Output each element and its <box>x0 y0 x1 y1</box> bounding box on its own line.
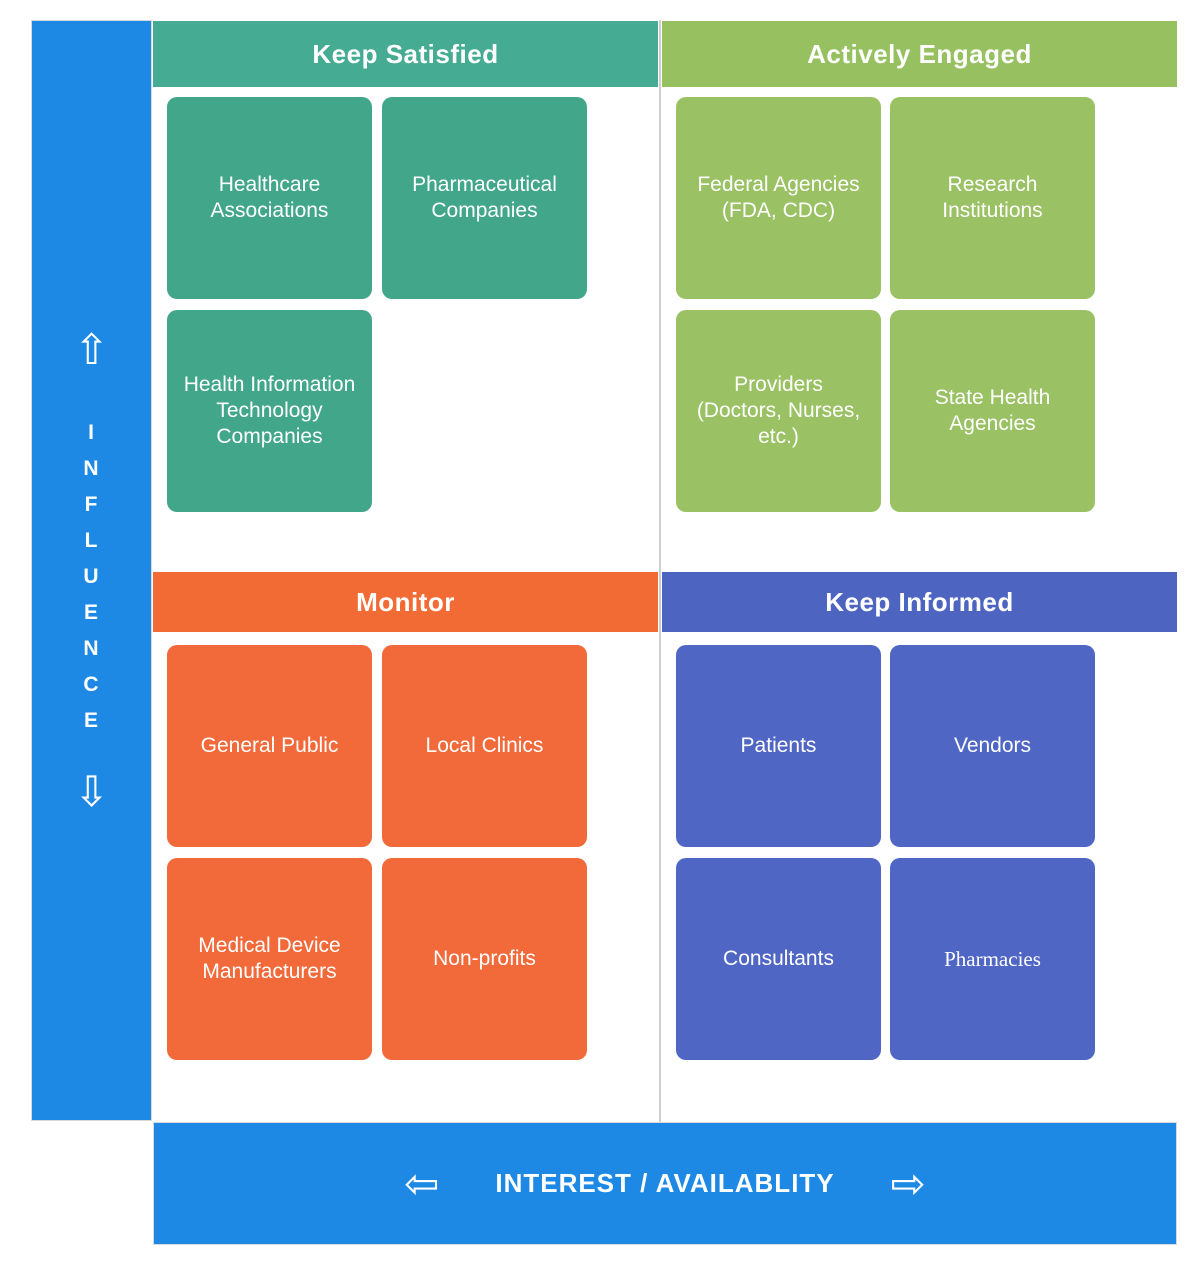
card-healthcare-associations: Healthcare Associations <box>167 97 372 299</box>
quadrant-divider <box>659 20 661 1122</box>
card-pharmaceutical-companies: Pharmaceutical Companies <box>382 97 587 299</box>
quadrant-header-keep-satisfied: Keep Satisfied <box>153 21 658 87</box>
arrow-up-icon: ⇧ <box>73 324 110 374</box>
arrow-right-icon: ⇨ <box>890 1158 926 1208</box>
card-local-clinics: Local Clinics <box>382 645 587 847</box>
influence-axis-label: I N F L U E N C E <box>83 420 100 732</box>
card-federal-agencies: Federal Agencies (FDA, CDC) <box>676 97 881 299</box>
quadrant-header-monitor: Monitor <box>153 572 658 632</box>
card-providers: Providers (Doctors, Nurses, etc.) <box>676 310 881 512</box>
card-health-information-technology-companies: Health Information Technology Companies <box>167 310 372 512</box>
interest-axis-label: INTEREST / AVAILABLITY <box>495 1168 835 1198</box>
influence-axis: ⇧ I N F L U E N C E ⇩ <box>31 20 152 1121</box>
quadrant-header-actively-engaged: Actively Engaged <box>662 21 1177 87</box>
card-non-profits: Non-profits <box>382 858 587 1060</box>
arrow-left-icon: ⇦ <box>404 1158 440 1208</box>
quadrant-header-keep-informed: Keep Informed <box>662 572 1177 632</box>
card-vendors: Vendors <box>890 645 1095 847</box>
card-general-public: General Public <box>167 645 372 847</box>
card-research-institutions: Research Institutions <box>890 97 1095 299</box>
card-consultants: Consultants <box>676 858 881 1060</box>
interest-axis: ⇦ INTEREST / AVAILABLITY ⇨ <box>153 1122 1177 1245</box>
arrow-down-icon: ⇩ <box>73 766 110 816</box>
card-medical-device-manufacturers: Medical Device Manufacturers <box>167 858 372 1060</box>
card-patients: Patients <box>676 645 881 847</box>
card-state-health-agencies: State Health Agencies <box>890 310 1095 512</box>
card-pharmacies: Pharmacies <box>890 858 1095 1060</box>
